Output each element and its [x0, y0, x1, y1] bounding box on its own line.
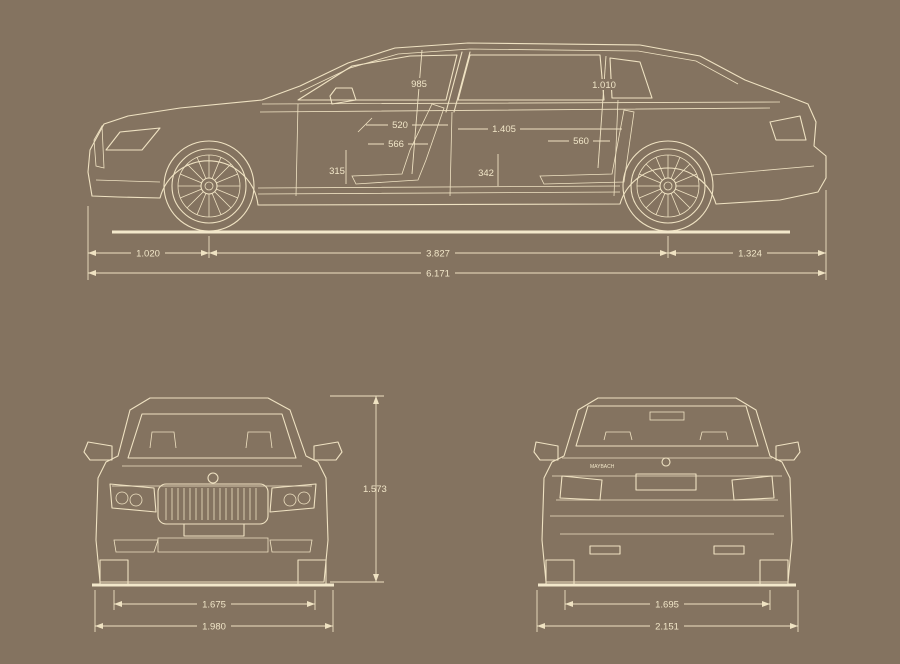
wheel-spoke	[180, 188, 202, 199]
rear-window	[457, 54, 605, 101]
rear-headrests	[603, 431, 729, 441]
side-body-outline	[87, 42, 827, 206]
wheel-spoke	[214, 163, 232, 181]
front-seat-height-label: 315	[329, 166, 345, 177]
rear-tire-right	[759, 559, 789, 585]
rear-mirror-left	[533, 441, 559, 461]
wheel-spoke	[639, 173, 661, 184]
front-headlight-right	[269, 483, 317, 513]
quarter-window	[609, 57, 653, 99]
side-taillight	[769, 115, 807, 141]
side-front-wheel	[163, 140, 255, 232]
wheel-spoke	[186, 163, 204, 181]
interior-dimensions	[345, 49, 622, 186]
side-headlight	[105, 127, 161, 151]
front-cushion-label: 566	[388, 139, 404, 150]
rear-mirror-right	[775, 441, 801, 461]
front-plate	[183, 523, 245, 537]
wheel-spoke	[673, 191, 691, 209]
front-track-label: 1.675	[202, 600, 226, 611]
wheel-spoke	[645, 191, 663, 209]
rocker-line	[257, 185, 621, 195]
rear-body-outline	[541, 397, 793, 583]
wheel-spoke	[639, 188, 661, 199]
wheel-spoke	[670, 157, 681, 179]
side-mirror	[329, 87, 357, 105]
wheel-spoke	[211, 193, 222, 215]
rear-tire-left	[545, 559, 575, 585]
lower-trim	[95, 165, 815, 183]
side-grille	[93, 124, 105, 169]
overall-length-label: 6.171	[426, 269, 450, 280]
wheel-spoke	[216, 173, 238, 184]
front-mirror-left	[83, 441, 113, 461]
rear-overhang-label: 1.324	[738, 249, 762, 260]
steering-wheel	[357, 117, 373, 133]
rear-bumper	[550, 515, 784, 535]
wheel-spoke	[673, 163, 691, 181]
rear-door-cut	[613, 99, 619, 197]
front-air-intake	[113, 537, 313, 553]
overall-width-label: 1.980	[202, 622, 226, 633]
front-seats	[149, 431, 273, 449]
front-headlight-left	[109, 483, 157, 513]
rear-taillight-right	[731, 475, 775, 501]
rear-view: MAYBACH 1.695 2.151	[533, 397, 801, 633]
length-dimensions: 1.020 3.827 1.324 6.171	[87, 190, 827, 280]
wheel-spoke	[675, 173, 697, 184]
wheel-spoke	[214, 191, 232, 209]
front-tire-left	[99, 559, 129, 585]
overall-height-label: 1.573	[363, 484, 387, 495]
side-view: 985 1.010 520 566 1.405 560 315 342 1.	[87, 42, 827, 280]
wheel-spoke	[655, 157, 666, 179]
rear-track-label: 1.695	[655, 600, 679, 611]
front-tire-right	[297, 559, 327, 585]
rear-brake-light	[649, 411, 685, 421]
rear-window	[575, 405, 759, 447]
rear-badge: MAYBACH	[590, 464, 615, 470]
front-window	[297, 54, 458, 101]
wheel-spoke	[196, 157, 207, 179]
front-body-outline	[95, 397, 329, 583]
rear-seat-height-label: 342	[478, 168, 494, 179]
front-view: 1.573 1.675 1.980	[83, 395, 387, 633]
front-grille	[157, 483, 269, 525]
rear-exhaust	[589, 545, 745, 555]
belt-line	[259, 101, 781, 113]
front-emblem	[207, 472, 219, 484]
side-rear-wheel	[622, 140, 714, 232]
width-incl-mirrors-label: 2.151	[655, 622, 679, 633]
rear-plate	[635, 473, 697, 491]
wheel-spoke	[670, 193, 681, 215]
rear-seat	[539, 109, 635, 185]
front-seat	[351, 103, 445, 185]
front-overhang-label: 1.020	[136, 249, 160, 260]
wheel-spoke	[196, 193, 207, 215]
front-windshield	[127, 413, 297, 459]
b-pillar	[445, 51, 471, 113]
wheel-spoke	[675, 188, 697, 199]
front-hood-line	[112, 465, 312, 487]
rear-emblem	[661, 457, 671, 467]
front-mirror-right	[313, 441, 343, 461]
rear-cushion-label: 560	[573, 136, 589, 147]
wheel-spoke	[186, 191, 204, 209]
front-door-cut	[295, 103, 453, 197]
rear-legroom-label: 1.405	[492, 124, 516, 135]
grille-bars	[165, 488, 257, 520]
rear-taillight-left	[559, 475, 603, 501]
interior-dim-labels: 985 1.010 520 566 1.405 560 315 342	[329, 78, 619, 179]
front-seat-depth-label: 520	[392, 120, 408, 131]
wheel-spoke	[211, 157, 222, 179]
roof-line	[299, 48, 739, 93]
wheelbase-label: 3.827	[426, 249, 450, 260]
wheel-spoke	[216, 188, 238, 199]
wheel-spoke	[655, 193, 666, 215]
wheel-spoke	[180, 173, 202, 184]
rear-headroom-label: 1.010	[592, 80, 616, 91]
front-headroom-label: 985	[411, 79, 427, 90]
wheel-spoke	[645, 163, 663, 181]
